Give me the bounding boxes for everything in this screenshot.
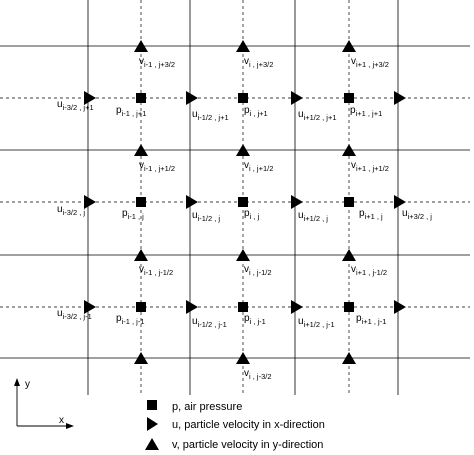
triangle-right-icon <box>394 195 406 209</box>
p-label: pi , j-1 <box>244 313 266 326</box>
p-label: pi+1 , j <box>359 208 383 221</box>
v-label: vi-1 , j+1/2 <box>139 160 175 173</box>
square-icon <box>344 302 354 312</box>
u-label: ui-1/2 , j+1 <box>192 109 229 122</box>
triangle-up-icon <box>342 144 356 156</box>
triangle-right-icon <box>186 300 198 314</box>
u-label: ui+1/2 , j-1 <box>298 316 335 329</box>
triangle-up-icon <box>236 249 250 261</box>
triangle-up-icon <box>342 352 356 364</box>
triangle-up-icon <box>236 144 250 156</box>
triangle-right-icon <box>291 91 303 105</box>
square-icon <box>344 93 354 103</box>
legend-y-velocity: v, particle velocity in y-direction <box>172 439 323 451</box>
v-label: vi , j-3/2 <box>244 368 272 381</box>
v-labels: vi-1 , j+3/2 vi , j+3/2 vi+1 , j+3/2 vi-… <box>139 56 389 381</box>
u-label: ui-3/2 , j <box>57 204 85 217</box>
p-label: pi-1 , j <box>122 208 144 221</box>
triangle-right-icon <box>394 91 406 105</box>
triangle-up-icon <box>134 40 148 52</box>
triangle-right-icon <box>84 91 96 105</box>
p-label: pi+1 , j-1 <box>356 313 386 326</box>
v-label: vi+1 , j-1/2 <box>351 264 387 277</box>
p-label: pi-1 , j-1 <box>116 313 144 326</box>
p-markers <box>136 93 354 312</box>
triangle-up-icon <box>134 144 148 156</box>
square-icon <box>238 302 248 312</box>
square-icon <box>147 400 157 410</box>
p-label: pi , j+1 <box>244 105 268 118</box>
arrow-up-icon <box>14 378 20 386</box>
legend-x-velocity: u, particle velocity in x-direction <box>172 419 325 431</box>
p-label: pi-1 , j+1 <box>116 105 146 118</box>
x-axis-label: x <box>59 415 64 426</box>
v-label: vi , j-1/2 <box>244 264 272 277</box>
triangle-right-icon <box>394 300 406 314</box>
square-icon <box>238 197 248 207</box>
triangle-right-icon <box>291 300 303 314</box>
v-label: vi , j+3/2 <box>244 56 273 69</box>
triangle-right-icon <box>186 91 198 105</box>
triangle-up-icon <box>342 40 356 52</box>
arrow-right-icon <box>66 423 74 429</box>
triangle-right-icon <box>291 195 303 209</box>
u-label: ui+1/2 , j+1 <box>298 109 337 122</box>
square-icon <box>344 197 354 207</box>
u-label: ui-3/2 , j-1 <box>57 308 92 321</box>
v-label: vi-1 , j-1/2 <box>139 264 173 277</box>
triangle-up-icon <box>145 438 159 450</box>
triangle-up-icon <box>236 352 250 364</box>
triangle-right-icon <box>147 417 158 431</box>
u-label: ui-1/2 , j <box>192 210 220 223</box>
v-label: vi , j+1/2 <box>244 160 273 173</box>
triangle-right-icon <box>186 195 198 209</box>
triangle-up-icon <box>236 40 250 52</box>
u-label: ui+1/2 , j <box>298 210 328 223</box>
triangle-up-icon <box>134 352 148 364</box>
triangle-up-icon <box>342 249 356 261</box>
square-icon <box>136 93 146 103</box>
triangle-right-icon <box>84 300 96 314</box>
axes-indicator: y x <box>14 378 74 429</box>
triangle-up-icon <box>134 249 148 261</box>
dashed-grid <box>0 0 470 395</box>
triangle-right-icon <box>84 195 96 209</box>
u-markers <box>84 91 406 314</box>
v-label: vi-1 , j+3/2 <box>139 56 175 69</box>
u-label: ui+3/2 , j <box>402 208 432 221</box>
v-label: vi+1 , j+1/2 <box>351 160 389 173</box>
u-label: ui-3/2 , j+1 <box>57 99 94 112</box>
u-label: ui-1/2 , j-1 <box>192 316 227 329</box>
v-markers <box>134 40 356 364</box>
legend: p, air pressure u, particle velocity in … <box>145 400 325 451</box>
square-icon <box>136 302 146 312</box>
u-labels: ui-3/2 , j+1 ui-1/2 , j+1 ui+1/2 , j+1 u… <box>57 99 432 329</box>
y-axis-label: y <box>25 379 30 390</box>
p-label: pi , j <box>244 208 259 221</box>
square-icon <box>238 93 248 103</box>
legend-pressure: p, air pressure <box>172 401 242 413</box>
v-label: vi+1 , j+3/2 <box>351 56 389 69</box>
p-label: pi+1 , j+1 <box>350 105 382 118</box>
solid-grid <box>0 0 470 395</box>
p-labels: pi-1 , j+1 pi , j+1 pi+1 , j+1 pi-1 , j … <box>116 105 386 326</box>
square-icon <box>136 197 146 207</box>
